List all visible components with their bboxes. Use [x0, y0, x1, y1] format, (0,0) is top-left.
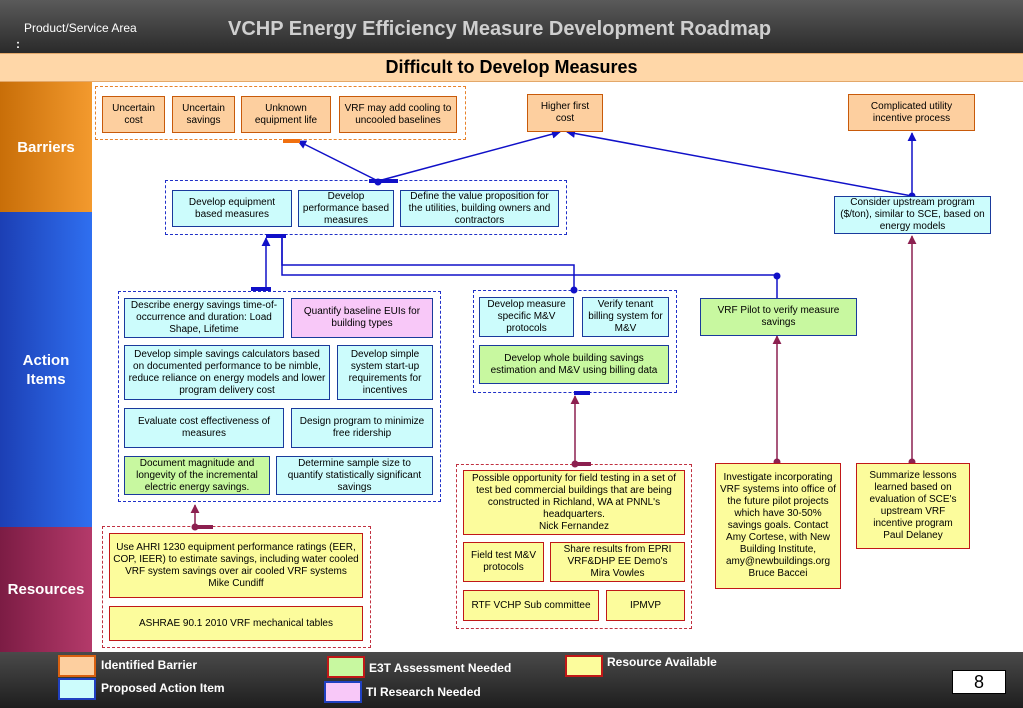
product-area-label: Product/Service Area — [24, 21, 137, 35]
connector-to-first-cost — [377, 129, 561, 182]
resource-field-test-mv: Field test M&V protocols — [463, 542, 544, 582]
action-document-magnitude: Document magnitude and longevity of the … — [124, 456, 270, 495]
action-sample-size: Determine sample size to quantify statis… — [276, 456, 433, 495]
action-simple-calculators: Develop simple savings calculators based… — [124, 345, 330, 400]
action-equipment-measures: Develop equipment based measures — [172, 190, 292, 227]
action-value-proposition: Define the value proposition for the uti… — [400, 190, 559, 227]
legend-e3t-label: E3T Assessment Needed — [369, 661, 512, 675]
row-label-resources: Resources — [0, 527, 92, 652]
barrier-uncertain-cost: Uncertain cost — [102, 96, 165, 133]
legend-swatch-action — [58, 678, 96, 700]
barrier-group — [95, 86, 466, 140]
action-whole-building-mv: Develop whole building savings estimatio… — [479, 345, 669, 384]
legend-swatch-ti — [324, 681, 362, 703]
page-title: VCHP Energy Efficiency Measure Developme… — [228, 18, 772, 40]
page-number: 8 — [952, 670, 1006, 694]
action-startup-requirements: Develop simple system start-up requireme… — [337, 345, 433, 400]
resource-ashrae-tables: ASHRAE 90.1 2010 VRF mechanical tables — [109, 606, 363, 641]
resource-epri-demos: Share results from EPRI VRF&DHP EE Demo'… — [550, 542, 685, 582]
measures-group — [165, 180, 567, 235]
page-subtitle: Difficult to Develop Measures — [385, 57, 638, 77]
equipment-actions-group — [118, 291, 441, 502]
action-upstream-program: Consider upstream program ($/ton), simil… — [834, 196, 991, 234]
row-label-action-items: Action Items — [0, 212, 92, 527]
barrier-unknown-equipment-life: Unknown equipment life — [241, 96, 331, 133]
resource-investigate-vrf: Investigate incorporating VRF systems in… — [715, 463, 841, 589]
action-performance-measures: Develop performance based measures — [298, 190, 394, 227]
subtitle-bar — [0, 53, 1023, 82]
resource-field-testing: Possible opportunity for field testing i… — [463, 470, 685, 535]
connector-upstream-to-first-cost — [566, 129, 913, 197]
barrier-higher-first-cost: Higher first cost — [527, 94, 603, 132]
connector-to-barrier-group — [297, 140, 379, 182]
connector-to-vrf-pilot — [281, 235, 778, 298]
resource-ipmvp: IPMVP — [606, 590, 685, 621]
legend-action-label: Proposed Action Item — [101, 681, 225, 695]
barrier-utility-incentive-process: Complicated utility incentive process — [848, 94, 975, 131]
row-label-action-items-text: Action Items — [22, 351, 70, 388]
equipment-resources-group — [102, 526, 371, 648]
title-bar — [0, 0, 1023, 53]
resource-sce-lessons: Summarize lessons learned based on evalu… — [856, 463, 970, 549]
product-area-colon: : — [16, 37, 20, 51]
action-describe-savings: Describe energy savings time-of-occurren… — [124, 298, 284, 338]
action-cost-effectiveness: Evaluate cost effectiveness of measures — [124, 408, 284, 448]
resource-rtf-committee: RTF VCHP Sub committee — [463, 590, 599, 621]
connector-to-mv-group — [281, 235, 575, 290]
legend-barrier-label: Identified Barrier — [101, 658, 198, 672]
legend-resource-label: Resource Available — [607, 655, 717, 669]
row-label-barriers: Barriers — [0, 82, 92, 212]
legend-swatch-resource — [565, 655, 603, 677]
legend-bar — [0, 652, 1023, 708]
legend-swatch-barrier — [58, 655, 96, 677]
barrier-uncertain-savings: Uncertain savings — [172, 96, 235, 133]
action-mv-protocols: Develop measure specific M&V protocols — [479, 297, 574, 337]
action-quantify-euis: Quantify baseline EUIs for building type… — [291, 298, 433, 338]
action-tenant-billing: Verify tenant billing system for M&V — [582, 297, 669, 337]
resource-ahri-ratings: Use AHRI 1230 equipment performance rati… — [109, 533, 363, 598]
action-free-ridership: Design program to minimize free ridershi… — [291, 408, 433, 448]
barrier-vrf-cooling: VRF may add cooling to uncooled baseline… — [339, 96, 457, 133]
legend-swatch-e3t — [327, 656, 365, 678]
action-vrf-pilot: VRF Pilot to verify measure savings — [700, 298, 857, 336]
legend-ti-label: TI Research Needed — [366, 685, 481, 699]
